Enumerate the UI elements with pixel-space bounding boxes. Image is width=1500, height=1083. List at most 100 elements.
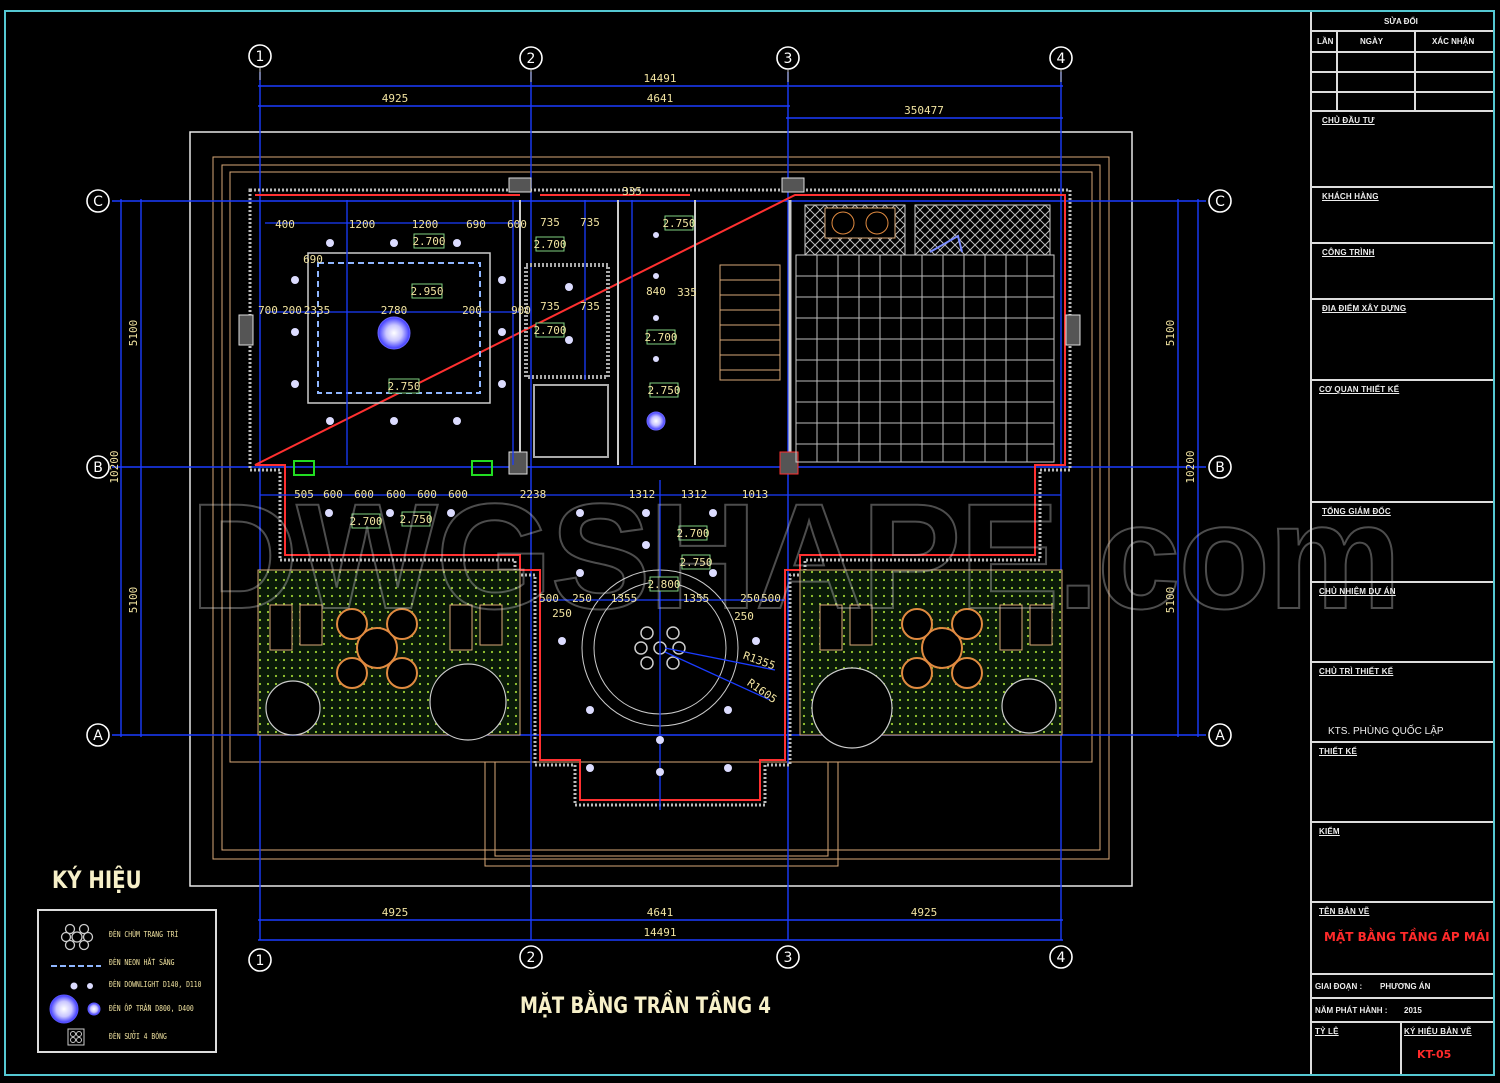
svg-text:600: 600 (323, 488, 343, 501)
legend-box: ĐÈN CHÙM TRANG TRÍ ĐÈN NEON HẮT SÁNG ĐÈN… (37, 909, 217, 1053)
axis-leaders (259, 67, 1062, 82)
svg-text:1: 1 (256, 953, 265, 969)
svg-text:4925: 4925 (382, 906, 409, 919)
svg-text:5100: 5100 (1164, 587, 1177, 614)
scale-code-cell: TỶ LỆ KÝ HIỆU BẢN VẼ KT-05 (1312, 1023, 1493, 1074)
svg-text:2.750: 2.750 (399, 513, 432, 526)
svg-text:900: 900 (511, 304, 531, 317)
ceiling-level-tags: 2.700 2.950 2.750 2.700 2.700 2.750 2.70… (349, 215, 713, 592)
phase-value: PHƯƠNG ÁN (1380, 982, 1431, 991)
svg-text:2780: 2780 (381, 304, 408, 317)
svg-text:500: 500 (761, 592, 781, 605)
axis-a-left (86, 723, 110, 747)
title-block: SỬA ĐỔI LẦN NGÀY XÁC NHẬN CHỦ ĐẦU TƯ KHÁ… (1310, 12, 1493, 1074)
svg-text:3: 3 (784, 950, 793, 966)
downlights (291, 232, 760, 776)
svg-text:1200: 1200 (349, 218, 376, 231)
svg-text:335: 335 (677, 286, 697, 299)
grid-lines (112, 72, 1206, 941)
legend-item-ceiling-light: ĐÈN ỐP TRẦN D800, D400 (39, 994, 215, 1024)
svg-text:2.950: 2.950 (410, 285, 443, 298)
year-value: 2015 (1404, 1006, 1422, 1015)
svg-text:2.700: 2.700 (533, 238, 566, 251)
ceiling-light-icon (377, 316, 411, 350)
axis-b-right (1208, 455, 1232, 479)
legend-item-neon: ĐÈN NEON HẮT SÁNG (39, 953, 215, 975)
svg-text:4: 4 (1057, 51, 1066, 67)
field-co-quan-thiet-ke: CƠ QUAN THIẾT KẾ (1312, 381, 1493, 503)
axis-1-bottom (248, 948, 272, 972)
designer-name: KTS. PHÙNG QUỐC LẬP (1328, 726, 1444, 737)
axis-b-left (86, 455, 110, 479)
tree-symbols (265, 663, 1057, 749)
field-chu-nhiem-du-an: CHỦ NHIỆM DỰ ÁN (1312, 583, 1493, 663)
downlight-icon (70, 982, 93, 990)
svg-text:B: B (93, 460, 103, 476)
axis-c-left (86, 189, 110, 213)
svg-text:14491: 14491 (643, 72, 676, 85)
legend-title: KÝ HIỆU (52, 866, 142, 894)
legend-label: ĐÈN CHÙM TRANG TRÍ (109, 930, 179, 939)
tiled-room (795, 204, 1055, 463)
svg-text:4641: 4641 (647, 92, 674, 105)
plan-title: MẶT BẰNG TRẦN TẦNG 4 (520, 994, 771, 1019)
grid-bubbles (86, 44, 1232, 972)
svg-text:400: 400 (275, 218, 295, 231)
field-chu-dau-tu: CHỦ ĐẦU TƯ (1312, 112, 1493, 188)
dining-set-right (901, 608, 983, 689)
svg-text:1200: 1200 (412, 218, 439, 231)
svg-text:600: 600 (354, 488, 374, 501)
svg-text:2.700: 2.700 (533, 324, 566, 337)
phase-cell: GIAI ĐOẠN : PHƯƠNG ÁN (1312, 975, 1493, 999)
field-kiem: KIỂM (1312, 823, 1493, 903)
svg-text:250: 250 (572, 592, 592, 605)
revision-col-xacnhan: XÁC NHẬN (1432, 37, 1475, 46)
svg-text:690: 690 (466, 218, 486, 231)
svg-text:600: 600 (507, 218, 527, 231)
svg-text:500: 500 (539, 592, 559, 605)
svg-text:840: 840 (646, 285, 666, 298)
legend-label: ĐÈN NEON HẮT SÁNG (109, 958, 175, 967)
revision-table: LẦN NGÀY XÁC NHẬN (1312, 32, 1493, 112)
revision-col-lan: LẦN (1317, 37, 1334, 46)
svg-text:1355: 1355 (683, 592, 710, 605)
legend-label: ĐÈN ỐP TRẦN D800, D400 (109, 1004, 194, 1013)
legend-item-downlight: ĐÈN DOWNLIGHT D140, D110 (39, 975, 215, 997)
svg-text:2.700: 2.700 (676, 527, 709, 540)
sheet-code: KT-05 (1417, 1048, 1452, 1061)
revision-col-ngay: NGÀY (1360, 37, 1384, 46)
svg-text:690: 690 (303, 253, 323, 266)
ceiling-light-icon (49, 994, 101, 1024)
svg-text:B: B (1215, 460, 1225, 476)
svg-text:1312: 1312 (681, 488, 708, 501)
svg-text:10200: 10200 (1184, 450, 1197, 483)
legend-item-chandelier: ĐÈN CHÙM TRANG TRÍ (39, 923, 215, 951)
legend-label: ĐÈN DOWNLIGHT D140, D110 (109, 980, 202, 989)
field-cong-trinh: CÔNG TRÌNH (1312, 244, 1493, 300)
svg-text:2.750: 2.750 (387, 380, 420, 393)
svg-text:4925: 4925 (911, 906, 938, 919)
svg-text:600: 600 (448, 488, 468, 501)
revision-header: SỬA ĐỔI (1312, 12, 1493, 32)
chandelier-icon (60, 923, 94, 951)
neon-strip-icon (51, 965, 101, 967)
axis-3-bottom (776, 945, 800, 969)
svg-text:735: 735 (540, 216, 560, 229)
drawing-frame (4, 10, 1495, 1076)
svg-text:A: A (93, 728, 103, 744)
svg-text:2.700: 2.700 (644, 331, 677, 344)
ceiling-lights (377, 316, 666, 431)
legend-label: ĐÈN SƯỞI 4 BÓNG (109, 1032, 167, 1041)
svg-text:2.750: 2.750 (679, 556, 712, 569)
svg-text:600: 600 (386, 488, 406, 501)
svg-text:735: 735 (580, 216, 600, 229)
svg-text:735: 735 (540, 300, 560, 313)
svg-text:250: 250 (552, 607, 572, 620)
svg-text:1355: 1355 (611, 592, 638, 605)
svg-text:2238: 2238 (520, 488, 547, 501)
svg-text:5100: 5100 (127, 320, 140, 347)
svg-text:5100: 5100 (1164, 320, 1177, 347)
svg-text:2.750: 2.750 (647, 384, 680, 397)
